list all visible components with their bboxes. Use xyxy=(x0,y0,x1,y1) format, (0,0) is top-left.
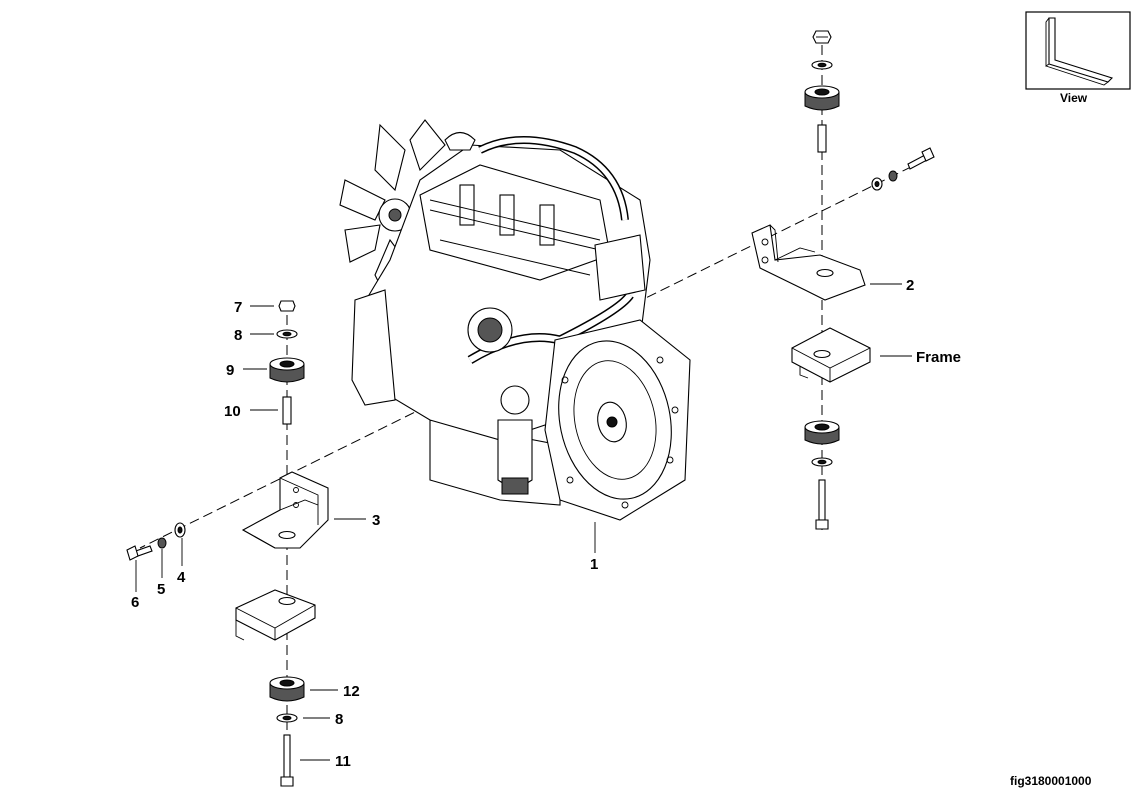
callout-4: 4 xyxy=(177,569,186,586)
engine-mount-bracket-left xyxy=(241,471,329,549)
alternator xyxy=(467,307,513,353)
engine-assembly xyxy=(339,119,691,521)
timing-cover xyxy=(351,289,396,406)
callout-8-bottom: 8 xyxy=(335,711,343,728)
callout-7: 7 xyxy=(234,299,242,316)
view-label: View xyxy=(1060,91,1088,105)
nut-7 xyxy=(278,300,296,312)
spacer-right xyxy=(817,124,827,153)
nut-top-right xyxy=(812,30,832,44)
callout-1: 1 xyxy=(590,556,598,573)
callout-frame: Frame xyxy=(916,349,961,366)
forklift-fork-icon xyxy=(1045,17,1114,86)
spacer-10 xyxy=(282,396,292,425)
callout-8-top: 8 xyxy=(234,327,242,344)
figure-id: fig3180001000 xyxy=(1010,774,1092,788)
callout-5: 5 xyxy=(157,581,165,598)
washer-bottom-right xyxy=(811,457,833,467)
callout-11: 11 xyxy=(335,753,351,770)
bolt-right-side xyxy=(871,147,935,191)
long-bolt-11 xyxy=(280,734,294,787)
isolator-12 xyxy=(269,676,305,702)
lock-washer-5 xyxy=(157,537,167,549)
isolator-bottom-right xyxy=(804,420,840,445)
callout-9: 9 xyxy=(226,362,234,379)
washer-4 xyxy=(174,522,186,538)
callout-12: 12 xyxy=(343,683,360,700)
view-inset: View xyxy=(1025,11,1131,105)
bolt-6 xyxy=(126,545,153,561)
callout-3: 3 xyxy=(372,512,380,529)
lifting-eye xyxy=(444,131,476,151)
flywheel-housing xyxy=(544,319,691,521)
isolator-top-right xyxy=(804,85,840,111)
oil-filter xyxy=(497,385,533,495)
isolator-9 xyxy=(269,357,305,383)
frame-plate-left xyxy=(235,589,316,641)
view-inset-frame xyxy=(1025,11,1131,90)
injection-pump xyxy=(594,234,646,301)
callout-6: 6 xyxy=(131,594,139,611)
washer-top-right xyxy=(811,60,833,70)
engine-mount-bracket-right xyxy=(751,224,866,301)
frame-plate xyxy=(791,327,871,383)
long-bolt-right xyxy=(815,479,829,530)
washer-8-bottom xyxy=(276,713,298,723)
washer-8-top xyxy=(276,329,298,339)
callout-2: 2 xyxy=(906,277,914,294)
fuel-injectors xyxy=(429,184,601,276)
callout-10: 10 xyxy=(224,403,241,420)
